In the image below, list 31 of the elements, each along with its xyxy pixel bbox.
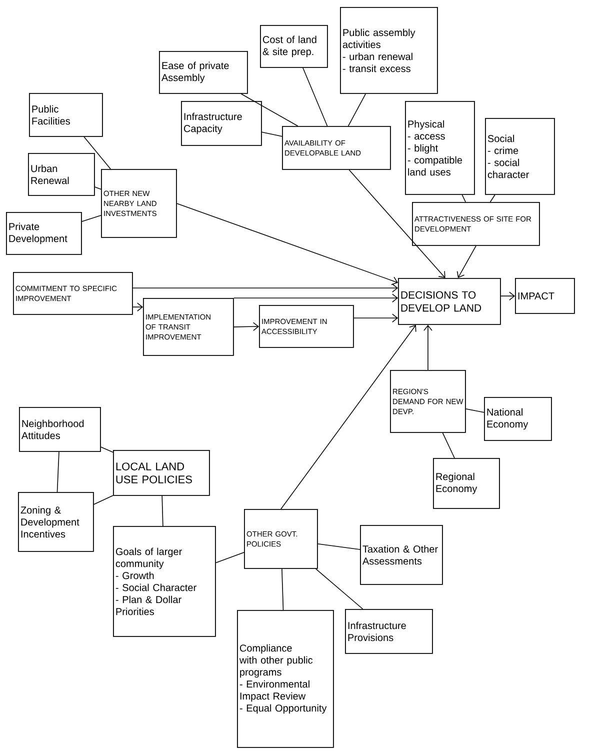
text-box: Public assembly activities - urban renewal - transit excess [340, 7, 438, 94]
text-box: LOCAL LAND USE POLICIES [113, 450, 210, 496]
arrow [176, 203, 398, 285]
text-box: Infrastructure Capacity [181, 101, 262, 146]
text-box: Cost of land & site prep. [260, 25, 328, 68]
arrow [348, 170, 446, 278]
arrow [280, 324, 416, 510]
text-box: Infrastructure Provisions [345, 609, 433, 654]
arrow [132, 284, 398, 292]
text-box: Neighborhood Attitudes [19, 407, 101, 452]
text-box: Zoning & Development Incentives [18, 492, 94, 552]
arrow [234, 294, 398, 302]
arrow [234, 322, 259, 331]
arrow [500, 292, 515, 300]
text-box: Urban Renewal [28, 153, 95, 196]
text-box: Private Development [6, 212, 82, 255]
arrow [354, 314, 398, 322]
text-box: Public Facilities [29, 93, 103, 137]
text-box: Taxation & Other Assessments [360, 525, 443, 585]
text-box: Ease of private Assembly [159, 51, 248, 94]
text-box: Regional Economy [433, 458, 500, 509]
arrow [132, 302, 143, 312]
text-box: DECISIONS TO DEVELOP LAND [398, 278, 501, 325]
arrow [456, 246, 476, 278]
text-box: National Economy [484, 397, 552, 441]
text-box: Social - crime - social character [485, 118, 555, 195]
arrow [424, 324, 432, 370]
text-box: Physical - access - blight - compatible land uses [405, 101, 475, 195]
text-box: IMPACT [515, 278, 575, 314]
text-box: Goals of larger community - Growth - Social Character - Plan & Dollar Priorities [113, 526, 216, 637]
text-box: Compliance with other public programs - Environmental Impact Review - Equal Opportunity [237, 610, 334, 748]
